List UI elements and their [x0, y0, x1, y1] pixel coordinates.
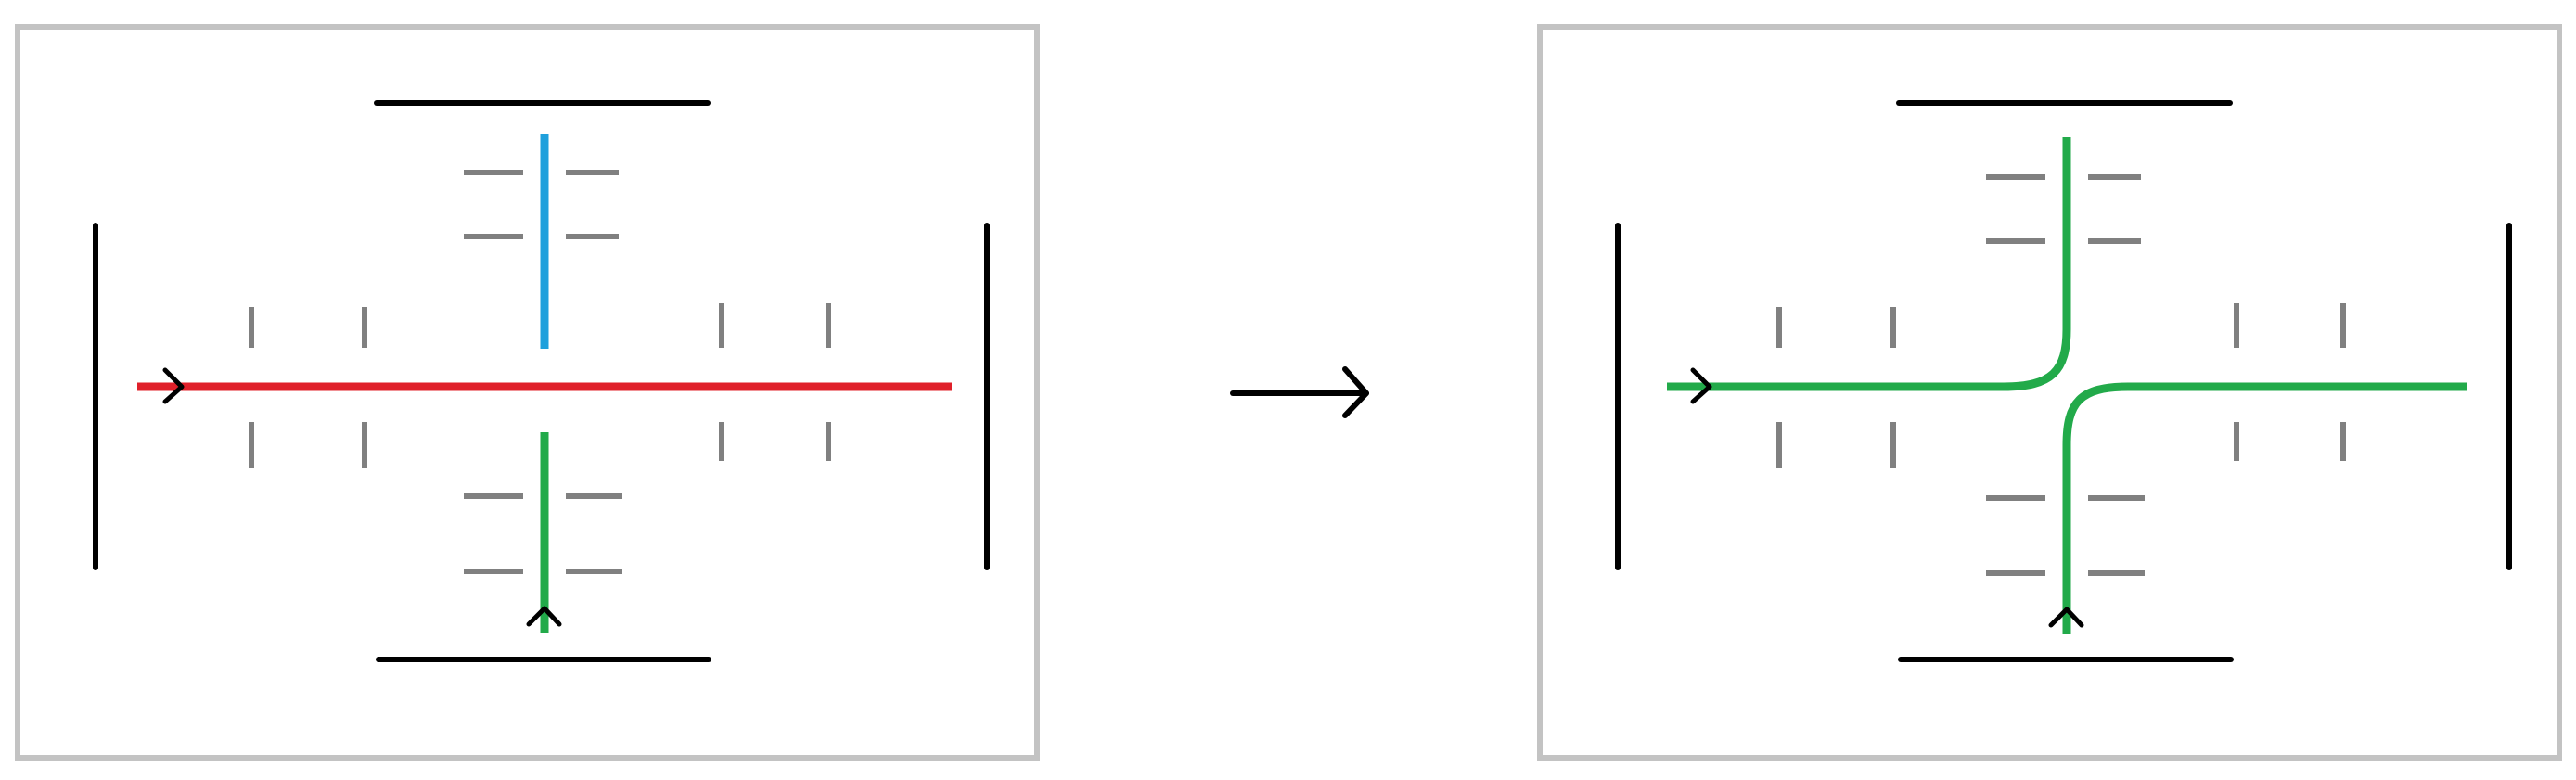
panel-after [1537, 24, 2562, 761]
chevron-up-icon [526, 606, 562, 627]
panel-after-frame [1537, 24, 2562, 761]
arrow-head [1342, 366, 1369, 418]
panel-before-frame [15, 24, 1040, 761]
chevron-up-icon [2048, 607, 2084, 628]
lane-markings [1776, 174, 2346, 576]
chevron-right-icon [1690, 367, 1712, 404]
right-arrow-icon [1230, 366, 1369, 418]
panel-before [15, 24, 1040, 761]
green-s-curve-lane [1667, 137, 2467, 634]
chevron-right-icon [162, 367, 185, 404]
lane-markings [249, 170, 831, 574]
